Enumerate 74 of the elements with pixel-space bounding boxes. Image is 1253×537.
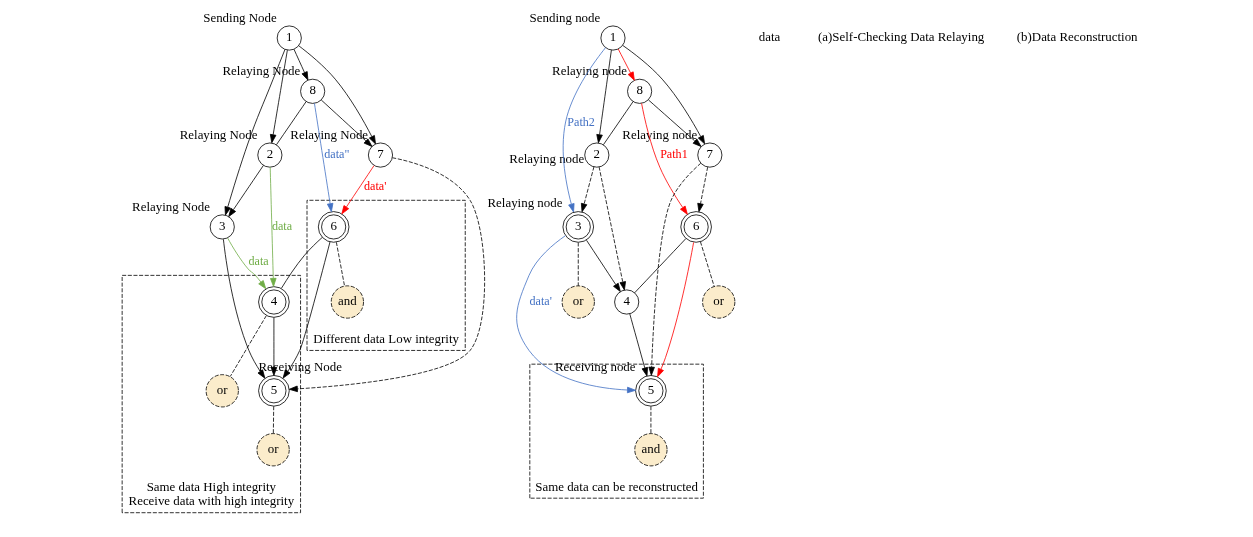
node-label: Sending Node [203, 9, 277, 25]
arrow [622, 45, 706, 145]
edge-label: data [271, 218, 293, 233]
node-circle: 2 [584, 142, 610, 168]
arrow [314, 102, 334, 213]
node-label: Sending node [529, 9, 601, 25]
connector [335, 241, 345, 287]
node-circle: or [205, 374, 239, 408]
connector [276, 101, 307, 146]
arrow [228, 164, 264, 217]
connector [634, 238, 687, 294]
edge-label: Path2 [567, 115, 595, 130]
connector [229, 315, 267, 377]
node-circle: 4 [614, 289, 640, 315]
arrow [227, 237, 267, 290]
node-circle: 3 [209, 214, 235, 240]
node-circle: and [330, 285, 364, 319]
node-circle: 7 [697, 142, 723, 168]
node-circle: 8 [627, 78, 653, 104]
node-circle: 1 [276, 25, 302, 51]
arrow [516, 235, 636, 394]
arrow [269, 166, 277, 287]
connector [281, 236, 323, 289]
connector [700, 241, 715, 287]
edge-label: data' [529, 293, 552, 308]
node-label: Relaying Node [290, 126, 369, 142]
arrow [596, 49, 612, 144]
node-circle: 8 [300, 78, 326, 104]
node-circle: 1 [600, 25, 626, 51]
node-label: Relaying node [622, 126, 698, 142]
label: data [758, 29, 781, 45]
edge-label: data' [364, 178, 387, 193]
label: (a)Self-Checking Data Relaying [818, 29, 985, 45]
arrow [641, 103, 688, 215]
node-circle: or [561, 285, 595, 319]
arrow [223, 238, 266, 379]
arrow [224, 49, 286, 216]
arrow [648, 99, 702, 147]
arrow [562, 47, 606, 213]
arrow [270, 317, 278, 376]
node-label: Relaying node [509, 150, 585, 166]
arrow [341, 165, 375, 215]
arrow [580, 166, 595, 213]
label: (b)Data Reconstruction [1016, 29, 1138, 45]
arrow [586, 239, 621, 292]
connector [603, 101, 634, 146]
node-circle: and [634, 433, 668, 467]
arrow [269, 49, 288, 144]
arrow [657, 242, 694, 378]
edge-label: Path1 [660, 146, 688, 161]
arrow [282, 241, 331, 379]
arrow [617, 48, 635, 81]
edge-label: data [248, 253, 269, 268]
connector [650, 405, 652, 434]
arrow [697, 166, 709, 213]
arrow [288, 157, 485, 393]
edge-label: data" [324, 146, 350, 161]
arrow [293, 48, 309, 81]
node-label: Relaying Node [132, 198, 210, 214]
node-circle: 2 [257, 142, 283, 168]
arrow [629, 313, 648, 377]
arrow [320, 99, 373, 147]
node-label: Relaying node [552, 62, 628, 78]
connector [577, 242, 579, 287]
node-circle: or [702, 285, 736, 319]
node-label: Relaying node [487, 195, 563, 211]
arrow [598, 166, 626, 291]
node-circle: 7 [367, 142, 393, 168]
node-label: Relaying Node [222, 62, 301, 78]
arrow [298, 45, 376, 145]
node-circle: or [256, 433, 290, 467]
connector [272, 405, 275, 434]
arrow [648, 162, 702, 376]
node-label: Relaying Node [179, 126, 258, 142]
